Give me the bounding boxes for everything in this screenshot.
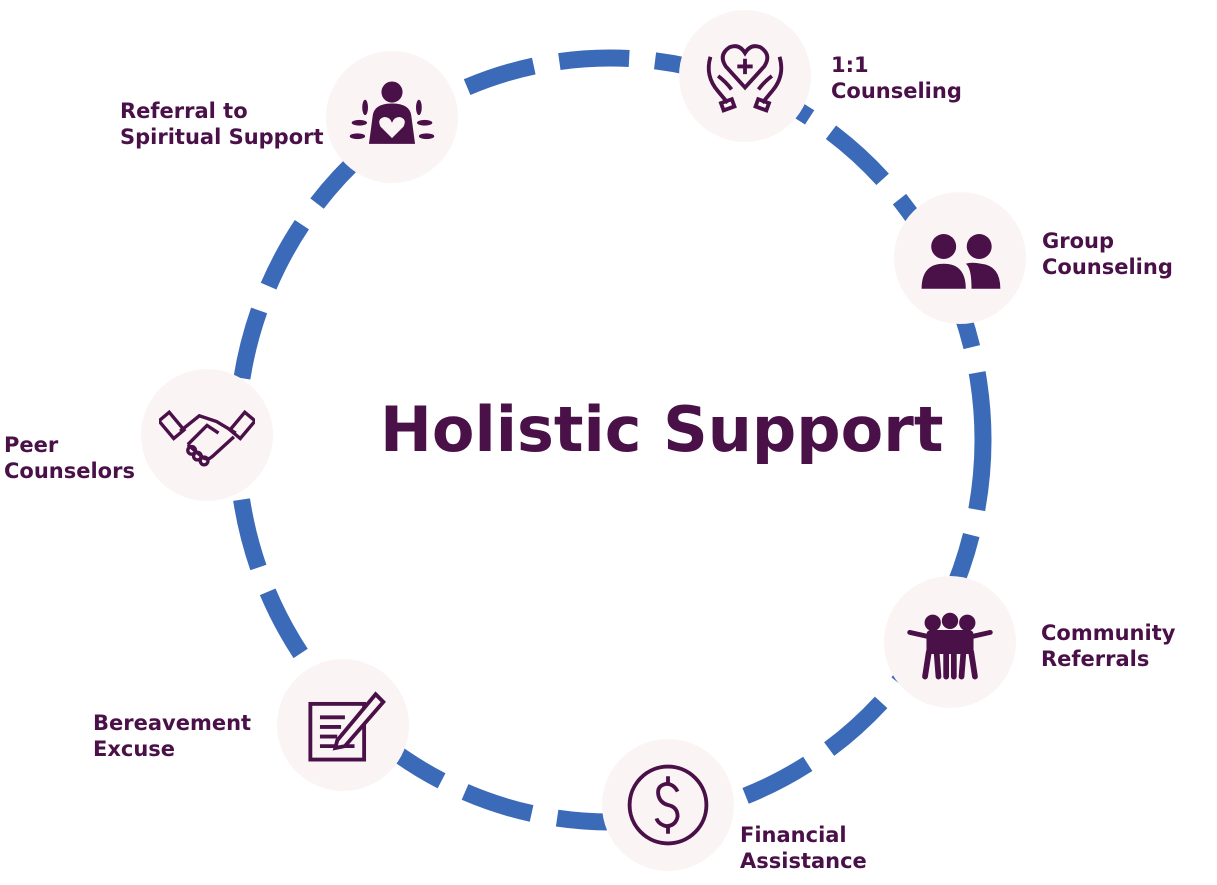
label-bereavement-excuse: Bereavement Excuse xyxy=(93,711,252,761)
hands-heart-plus-icon xyxy=(706,44,784,113)
node-group-counseling xyxy=(894,192,1026,324)
label-peer-counselors: Peer Counselors xyxy=(4,433,135,483)
node-bereavement-excuse xyxy=(277,659,409,791)
document-pen-icon xyxy=(308,691,386,762)
node-one-on-one-counseling xyxy=(679,10,811,142)
label-community-referrals: Community Referrals xyxy=(1041,621,1176,671)
label-one-on-one-counseling: 1:1 Counseling xyxy=(831,53,962,103)
label-financial-assistance: Financial Assistance xyxy=(740,823,867,873)
two-people-icon xyxy=(921,234,1001,289)
node-spiritual-support xyxy=(326,51,458,183)
handshake-icon xyxy=(159,409,255,467)
group-embrace-icon xyxy=(907,612,993,680)
dollar-coin-icon xyxy=(627,764,709,846)
diagram-title: Holistic Support xyxy=(380,393,944,466)
label-group-counseling: Group Counseling xyxy=(1042,229,1173,279)
node-community-referrals xyxy=(884,576,1016,708)
person-heart-leaves-icon xyxy=(349,81,435,144)
node-financial-assistance xyxy=(602,739,734,871)
node-peer-counselors xyxy=(141,369,273,501)
label-spiritual-support: Referral to Spiritual Support xyxy=(120,99,324,149)
